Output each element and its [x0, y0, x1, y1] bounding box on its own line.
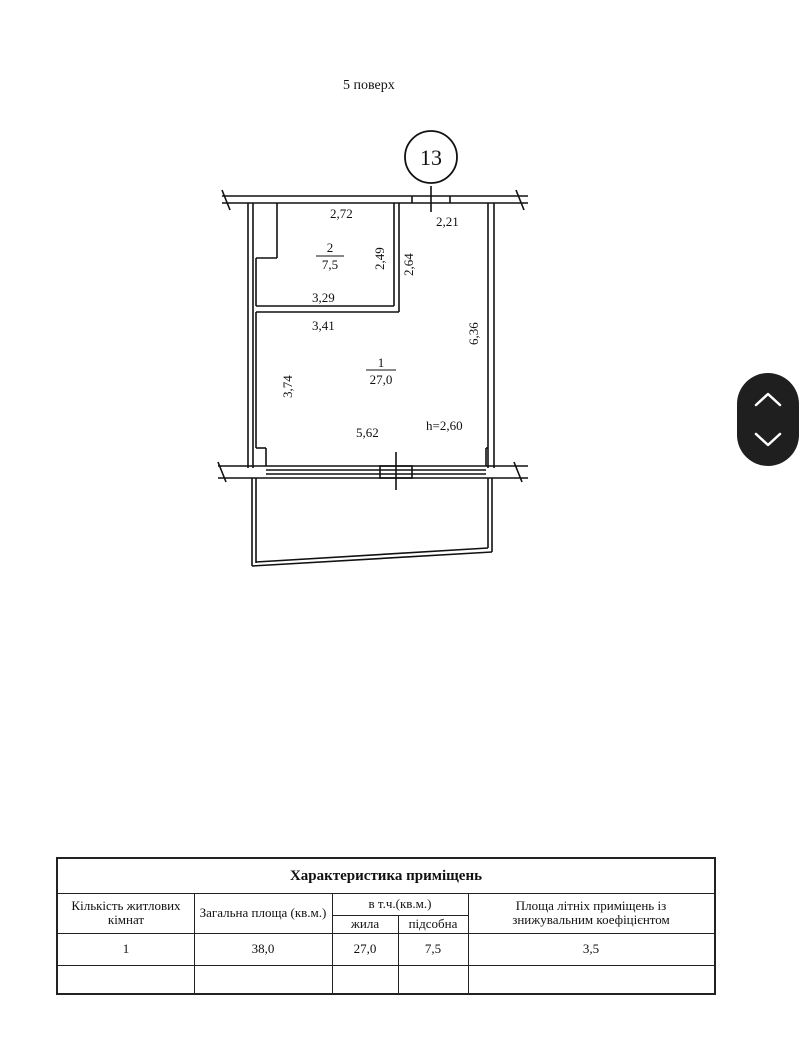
header-summer-area: Площа літніх приміщень із знижувальним к…: [512, 898, 670, 927]
chevron-down-icon: [754, 432, 782, 447]
apartment-number-circle: [404, 130, 458, 184]
page-up-button[interactable]: [748, 383, 788, 415]
dim-3-41: 3,41: [312, 318, 335, 333]
header-rooms-count: Кількість житлових кімнат: [71, 898, 181, 927]
header-living: жила: [350, 916, 380, 931]
ceiling-height: h=2,60: [426, 418, 463, 433]
dim-5-62: 5,62: [356, 425, 379, 440]
header-including: в т.ч.(кв.м.): [368, 896, 432, 911]
cell-total-area: 38,0: [251, 941, 275, 956]
dim-2-49: 2,49: [372, 247, 387, 270]
room-2-area: 7,5: [322, 257, 338, 272]
dim-6-36: 6,36: [466, 322, 481, 345]
page-navigation: [737, 373, 799, 466]
cell-auxiliary: 7,5: [424, 941, 442, 956]
room-1-area: 27,0: [370, 372, 393, 387]
table-title: Характеристика приміщень: [289, 868, 483, 884]
dim-2-21: 2,21: [436, 214, 459, 229]
room-1-number: 1: [378, 355, 385, 370]
chevron-up-icon: [754, 392, 782, 407]
floor-label: 5 поверх: [343, 78, 395, 93]
page-down-button[interactable]: [748, 424, 788, 456]
dim-3-74: 3,74: [280, 375, 295, 398]
floor-plan: 13: [217, 130, 528, 567]
dim-2-72: 2,72: [330, 206, 353, 221]
dim-2-64: 2,64: [401, 253, 416, 276]
room-2-number: 2: [327, 240, 334, 255]
header-auxiliary: підсобна: [408, 916, 458, 931]
rooms-characteristics-table: Характеристика приміщень Кількість житло…: [56, 857, 716, 995]
apartment-number: 13: [420, 145, 442, 170]
dim-3-29: 3,29: [312, 290, 335, 305]
cell-living: 27,0: [353, 941, 377, 956]
cell-summer-area: 3,5: [582, 941, 600, 956]
header-total-area: Загальна площа (кв.м.): [199, 905, 327, 920]
cell-rooms-count: 1: [122, 941, 130, 956]
